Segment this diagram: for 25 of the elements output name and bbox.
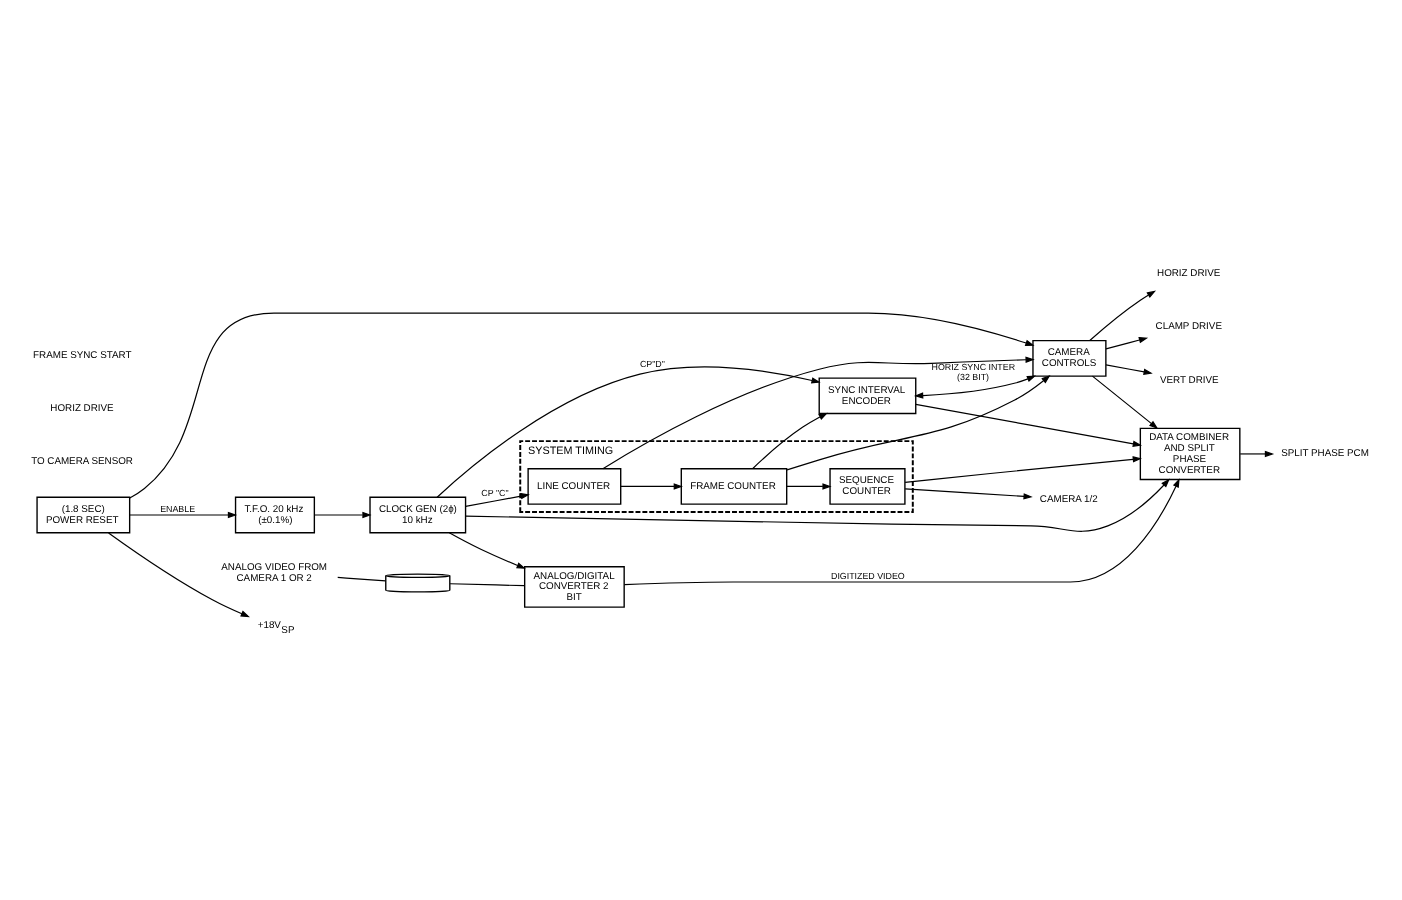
arrow xyxy=(313,511,372,519)
arrow xyxy=(448,532,526,569)
arrow xyxy=(129,312,1035,499)
arrow xyxy=(465,478,1170,532)
arrow xyxy=(602,356,1035,470)
arrow xyxy=(465,493,530,507)
arrow xyxy=(1239,450,1275,458)
arrow xyxy=(1089,290,1157,342)
arrow xyxy=(107,532,250,618)
arrow xyxy=(436,366,821,498)
connector xyxy=(337,576,387,582)
arrow xyxy=(620,483,683,490)
arrow xyxy=(786,375,1051,471)
arrow xyxy=(129,511,238,519)
arrow xyxy=(1105,364,1153,375)
arrow xyxy=(623,478,1180,586)
arrow xyxy=(786,483,832,490)
arrow xyxy=(915,403,1143,447)
arrow xyxy=(1105,337,1149,350)
arrow xyxy=(904,456,1142,483)
arrow xyxy=(904,488,1033,500)
arrow xyxy=(1091,375,1159,430)
arrow xyxy=(914,375,1037,399)
connector xyxy=(449,583,526,587)
arrow xyxy=(752,412,828,470)
